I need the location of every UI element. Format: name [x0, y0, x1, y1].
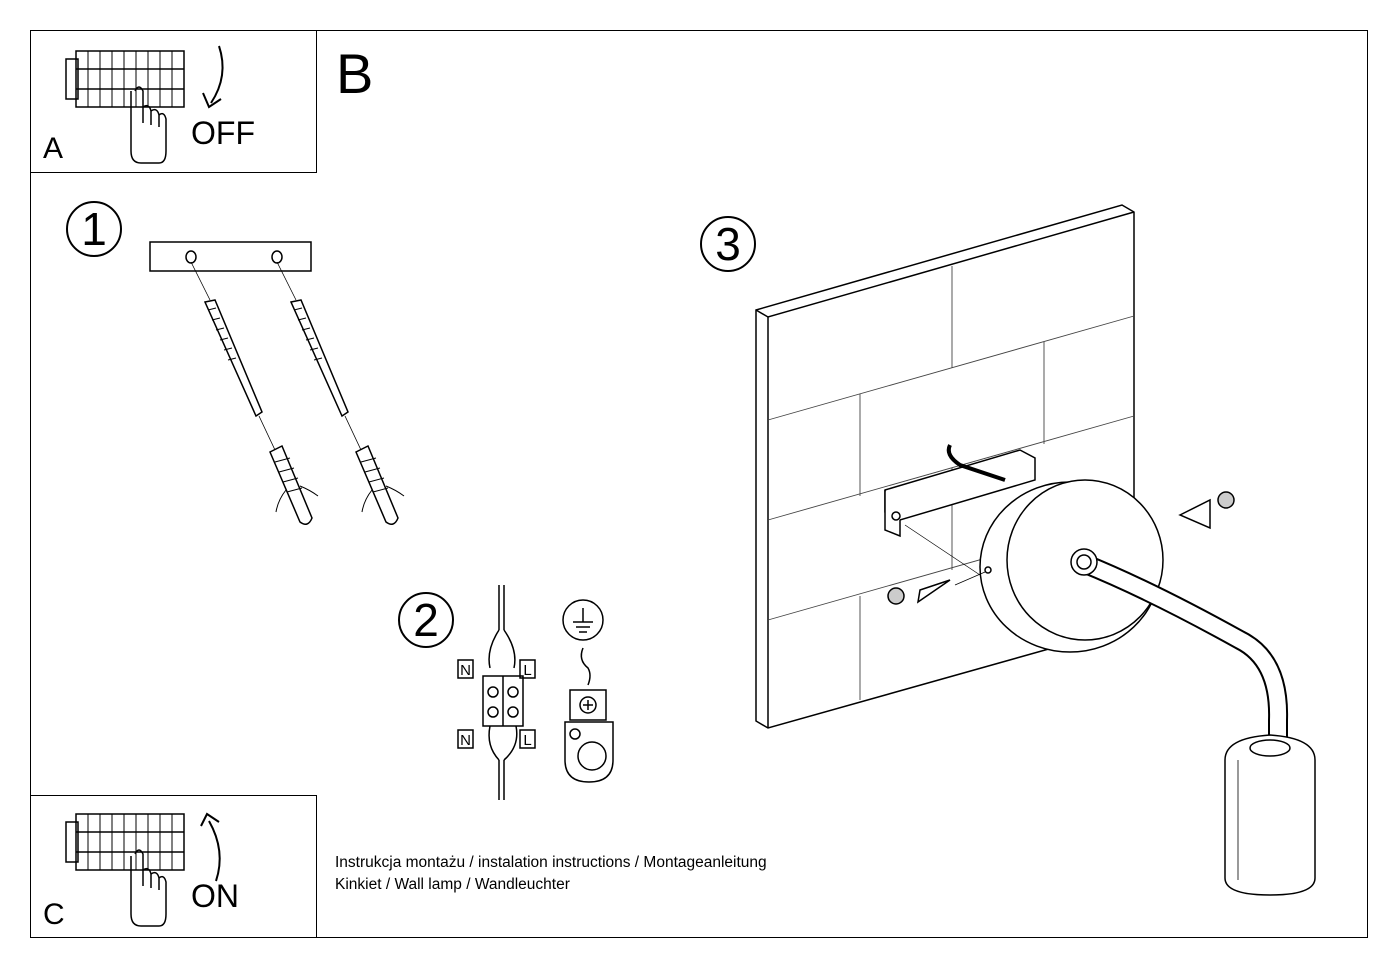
panel-b-letter: B — [336, 42, 374, 105]
breaker-off-illustration — [65, 45, 224, 164]
instructions-caption: Instrukcja montażu / instalation instruc… — [335, 854, 767, 871]
step-3-marker: 3 — [700, 216, 756, 272]
power-off-label: OFF — [191, 115, 255, 151]
step-3-mounting-diagram — [755, 204, 1316, 896]
live-label-bottom: L — [523, 732, 531, 749]
outer-frame — [30, 30, 1368, 938]
live-label-top: L — [523, 662, 531, 679]
step-1-drilling-diagram — [149, 241, 405, 525]
panel-a-power-off: A OFF — [30, 30, 317, 173]
step-2-wiring-diagram — [457, 585, 614, 800]
panel-c-power-on: C ON — [30, 795, 317, 938]
neutral-label-bottom: N — [460, 732, 471, 749]
product-caption: Kinkiet / Wall lamp / Wandleuchter — [335, 876, 570, 893]
panel-c-letter: C — [43, 898, 65, 931]
step-2-marker: 2 — [398, 592, 454, 648]
power-on-label: ON — [191, 878, 239, 914]
breaker-on-illustration — [65, 812, 221, 927]
step-1-marker: 1 — [66, 201, 122, 257]
panel-a-letter: A — [43, 132, 64, 165]
neutral-label-top: N — [460, 662, 471, 679]
